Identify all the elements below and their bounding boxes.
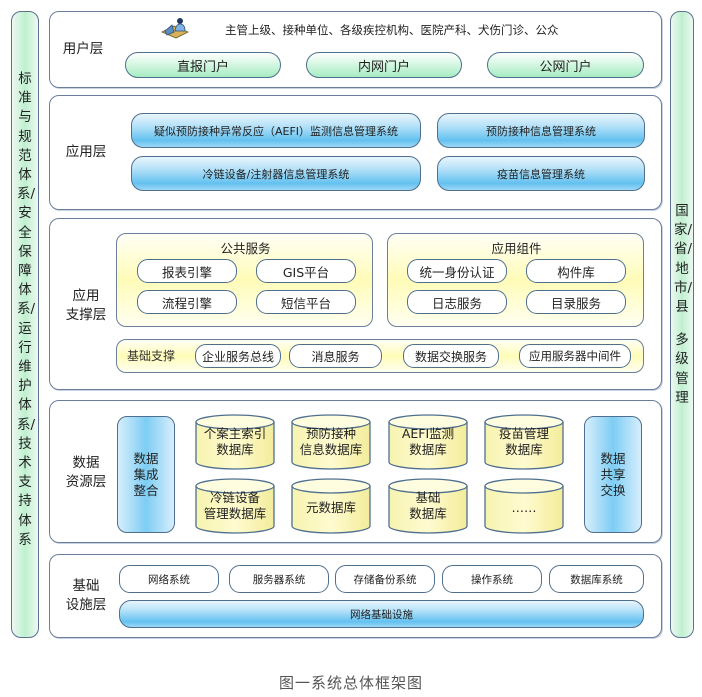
infra-layer-label-line2: 设施层 — [65, 597, 107, 613]
database-label-line: AEFI监测 — [401, 426, 455, 441]
database-label: …… — [484, 500, 564, 516]
infrastructure-layer: 基础 设施层 网络系统 服务器系统 存储备份系统 操作系统 数据库系统 网络基础… — [49, 554, 662, 638]
service-sms-platform[interactable]: 短信平台 — [256, 290, 356, 314]
database-label: AEFI监测数据库 — [388, 426, 468, 458]
sharing-line-2: 共享 — [600, 466, 626, 482]
database-label: 冷链设备管理数据库 — [195, 490, 275, 522]
service-report-engine[interactable]: 报表引擎 — [137, 259, 237, 283]
database-cylinder[interactable]: …… — [484, 478, 564, 534]
infra-database-system[interactable]: 数据库系统 — [549, 565, 644, 593]
support-layer-label-line1: 应用 — [72, 288, 100, 304]
cylinder-shape — [388, 414, 468, 470]
database-label-line: 数据库 — [505, 442, 543, 457]
infra-network-system[interactable]: 网络系统 — [119, 565, 219, 593]
database-cylinder[interactable]: 元数据库 — [291, 478, 371, 534]
public-services-group: 公共服务 报表引擎 GIS平台 流程引擎 短信平台 — [116, 233, 373, 327]
database-label-line: 基础 — [415, 490, 441, 505]
system-vaccine-info[interactable]: 疫苗信息管理系统 — [437, 156, 645, 191]
database-label-line: 信息数据库 — [299, 442, 363, 457]
figure-caption: 图一系统总体框架图 — [278, 674, 423, 692]
portal-direct-report[interactable]: 直报门户 — [125, 52, 281, 78]
cylinder-shape — [291, 414, 371, 470]
data-layer-label-line1: 数据 — [72, 455, 100, 471]
cylinder-shape — [195, 414, 275, 470]
base-support-title: 基础支撑 — [127, 349, 176, 363]
system-cold-chain-syringe[interactable]: 冷链设备/注射器信息管理系统 — [131, 156, 421, 191]
database-label-line: 预防接种 — [305, 426, 356, 441]
database-label: 预防接种信息数据库 — [291, 426, 371, 458]
app-components-title: 应用组件 — [491, 241, 542, 256]
database-cylinder[interactable]: 基础数据库 — [388, 478, 468, 534]
system-aefi-monitoring[interactable]: 疑似预防接种异常反应（AEFI）监测信息管理系统 — [131, 113, 421, 148]
data-resource-layer: 数据 资源层 数据 集成 整合 个案主索引数据库 预防接种信息数据库 AEFI监… — [49, 400, 662, 543]
support-layer-label-line2: 支撑层 — [65, 307, 107, 323]
base-message-service[interactable]: 消息服务 — [289, 344, 382, 368]
user-at-computer-icon — [160, 16, 190, 40]
database-label: 基础数据库 — [388, 490, 468, 522]
database-label-line: 数据库 — [216, 442, 254, 457]
right-pillar-label-management: 多级管理 — [675, 332, 689, 406]
app-components-group: 应用组件 统一身份认证 构件库 日志服务 目录服务 — [387, 233, 644, 327]
base-support-group: 基础支撑 企业服务总线 消息服务 数据交换服务 应用服务器中间件 — [116, 339, 644, 373]
user-layer-label: 用户层 — [62, 41, 104, 57]
application-layer-label: 应用层 — [65, 144, 107, 160]
system-vaccination-info[interactable]: 预防接种信息管理系统 — [437, 113, 645, 148]
data-integration-box[interactable]: 数据 集成 整合 — [117, 416, 175, 533]
service-gis-platform[interactable]: GIS平台 — [256, 259, 356, 283]
component-library[interactable]: 构件库 — [526, 259, 626, 283]
database-cylinder[interactable]: 疫苗管理数据库 — [484, 414, 564, 470]
database-label-line: 数据库 — [409, 506, 447, 521]
integration-line-3: 整合 — [133, 482, 159, 498]
user-types-text: 主管上级、接种单位、各级疾控机构、医院产科、犬伤门诊、公众 — [225, 23, 559, 37]
public-services-title: 公共服务 — [220, 241, 271, 256]
database-label-line: 数据库 — [409, 442, 447, 457]
portal-intranet[interactable]: 内网门户 — [306, 52, 462, 78]
base-data-exchange-service[interactable]: 数据交换服务 — [403, 344, 499, 368]
infra-operating-system[interactable]: 操作系统 — [442, 565, 542, 593]
database-label-line: 疫苗管理 — [498, 426, 549, 441]
database-cylinder[interactable]: 预防接种信息数据库 — [291, 414, 371, 470]
cylinder-shape — [291, 478, 371, 534]
database-cylinder[interactable]: 个案主索引数据库 — [195, 414, 275, 470]
component-unified-auth[interactable]: 统一身份认证 — [407, 259, 507, 283]
database-label-line: 管理数据库 — [203, 506, 267, 521]
cylinder-shape — [195, 478, 275, 534]
service-workflow-engine[interactable]: 流程引擎 — [137, 290, 237, 314]
sharing-line-1: 数据 — [600, 450, 626, 466]
component-directory-service[interactable]: 目录服务 — [526, 290, 626, 314]
cylinder-shape — [484, 414, 564, 470]
infra-storage-backup-system[interactable]: 存储备份系统 — [335, 565, 435, 593]
infra-layer-label-line1: 基础 — [72, 578, 100, 594]
right-pillar-multilevel-management: 国家/省/地市/县 多级管理 — [670, 11, 694, 638]
sharing-line-3: 交换 — [600, 482, 626, 498]
user-layer: 用户层 主管上级、接种单位、各级疾控机构、医院产科、犬伤门诊、公众 直报门户 内… — [49, 11, 662, 88]
integration-line-2: 集成 — [133, 466, 159, 482]
database-label-line: 元数据库 — [305, 500, 356, 515]
base-app-server-middleware[interactable]: 应用服务器中间件 — [519, 344, 631, 368]
left-pillar-label: 标准与规范体系/安全保障体系/运行维护体系/技术支持体系 — [17, 71, 36, 548]
database-label-line: 个案主索引 — [203, 426, 267, 441]
infra-server-system[interactable]: 服务器系统 — [229, 565, 329, 593]
base-enterprise-service-bus[interactable]: 企业服务总线 — [195, 344, 281, 368]
right-pillar-label-levels: 国家/省/地市/县 — [674, 203, 693, 316]
database-cylinder[interactable]: 冷链设备管理数据库 — [195, 478, 275, 534]
network-base-infrastructure[interactable]: 网络基础设施 — [119, 600, 644, 628]
cylinder-shape — [484, 478, 564, 534]
data-sharing-exchange-box[interactable]: 数据 共享 交换 — [584, 416, 642, 533]
component-log-service[interactable]: 日志服务 — [407, 290, 507, 314]
database-label: 个案主索引数据库 — [195, 426, 275, 458]
database-label-line: 冷链设备 — [209, 490, 260, 505]
data-layer-label-line2: 资源层 — [65, 474, 107, 490]
cylinder-shape — [388, 478, 468, 534]
left-pillar-standards-security: 标准与规范体系/安全保障体系/运行维护体系/技术支持体系 — [11, 11, 39, 638]
database-label: 疫苗管理数据库 — [484, 426, 564, 458]
database-label-line: …… — [511, 500, 537, 515]
portal-public-network[interactable]: 公网门户 — [487, 52, 644, 78]
application-layer: 应用层 疑似预防接种异常反应（AEFI）监测信息管理系统 预防接种信息管理系统 … — [49, 95, 662, 210]
integration-line-1: 数据 — [133, 450, 159, 466]
database-label: 元数据库 — [291, 500, 371, 516]
application-support-layer: 应用 支撑层 公共服务 报表引擎 GIS平台 流程引擎 短信平台 应用组件 统一… — [49, 218, 662, 390]
database-cylinder[interactable]: AEFI监测数据库 — [388, 414, 468, 470]
